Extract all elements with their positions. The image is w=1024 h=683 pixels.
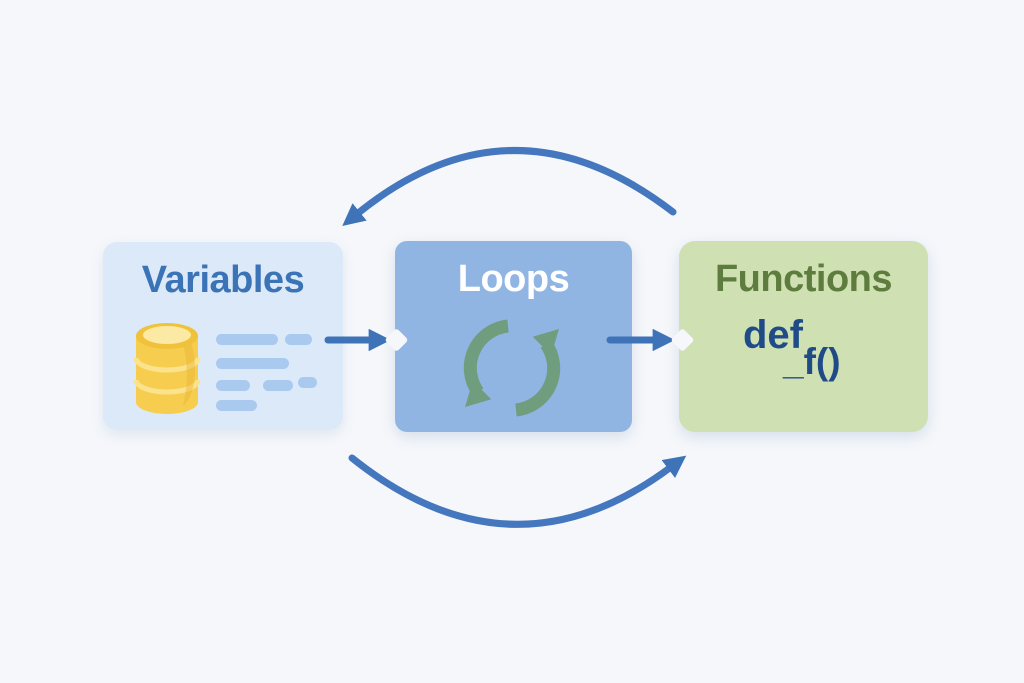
node-variables: Variables	[103, 242, 343, 430]
text-line	[285, 334, 312, 345]
text-line	[216, 334, 278, 345]
database-icon	[133, 323, 201, 414]
arc-variables-to-functions	[348, 454, 687, 528]
text-line	[216, 358, 289, 369]
loops-title: Loops	[457, 258, 570, 300]
text-line	[298, 377, 317, 388]
text-line	[216, 380, 250, 391]
arc-functions-to-variables	[342, 147, 677, 227]
node-loops: Loops	[395, 241, 632, 432]
functions-title: Functions	[714, 258, 893, 300]
code-def-keyword: def	[743, 313, 803, 357]
node-functions: Functions def _f()	[679, 241, 928, 432]
variables-title: Variables	[141, 259, 305, 301]
code-function-signature: _f()	[783, 341, 841, 382]
text-line	[216, 400, 257, 411]
text-line	[263, 380, 293, 391]
loop-arrows-icon	[463, 319, 561, 417]
